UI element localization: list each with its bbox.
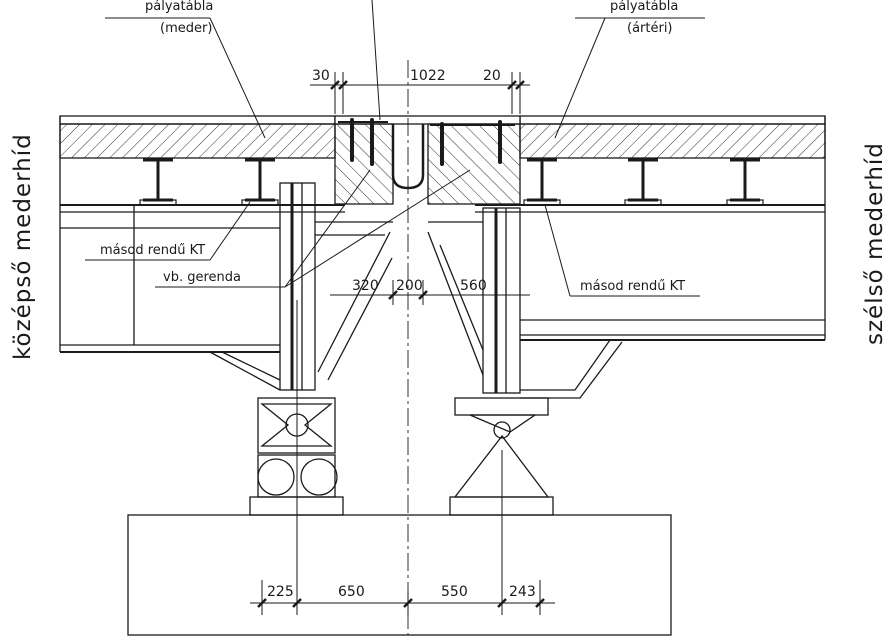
dim-middle-2: 560 bbox=[460, 278, 487, 294]
deck-right-label-line1: pályatábla bbox=[610, 0, 678, 14]
main-girder-left bbox=[59, 116, 345, 391]
deck-left-label-line1: pályatábla bbox=[145, 0, 213, 14]
side-label-right: szélső mederhíd bbox=[862, 142, 888, 345]
dim-top-2: 20 bbox=[483, 68, 501, 84]
deck-slab-right bbox=[519, 115, 826, 159]
dim-bottom-3: 243 bbox=[509, 584, 536, 600]
secondary-beam-right-label: másod rendű KT bbox=[580, 279, 685, 294]
dim-top-0: 30 bbox=[312, 68, 330, 84]
deck-right-label-line2: (ártéri) bbox=[627, 21, 673, 36]
deck-left-label-line2: (meder) bbox=[160, 21, 212, 36]
deck-slab-left bbox=[59, 115, 336, 159]
dim-middle-1: 200 bbox=[396, 278, 423, 294]
dim-bottom-1: 650 bbox=[338, 584, 365, 600]
main-girder-right bbox=[475, 116, 826, 399]
secondary-beam-left-label: másod rendű KT bbox=[100, 243, 205, 258]
dim-middle-0: 320 bbox=[352, 278, 379, 294]
side-label-left: középső mederhíd bbox=[10, 133, 36, 360]
dim-top-1: 1022 bbox=[410, 68, 446, 84]
bracing bbox=[279, 182, 521, 394]
expansion-joint bbox=[334, 115, 521, 205]
leader-lines bbox=[85, 0, 705, 297]
dimension-ticks bbox=[257, 80, 545, 608]
pier bbox=[127, 60, 672, 636]
cross-girder-label: vb. gerenda bbox=[163, 270, 241, 285]
dim-bottom-0: 225 bbox=[267, 584, 294, 600]
dimension-lines bbox=[250, 72, 555, 615]
dim-bottom-2: 550 bbox=[441, 584, 468, 600]
